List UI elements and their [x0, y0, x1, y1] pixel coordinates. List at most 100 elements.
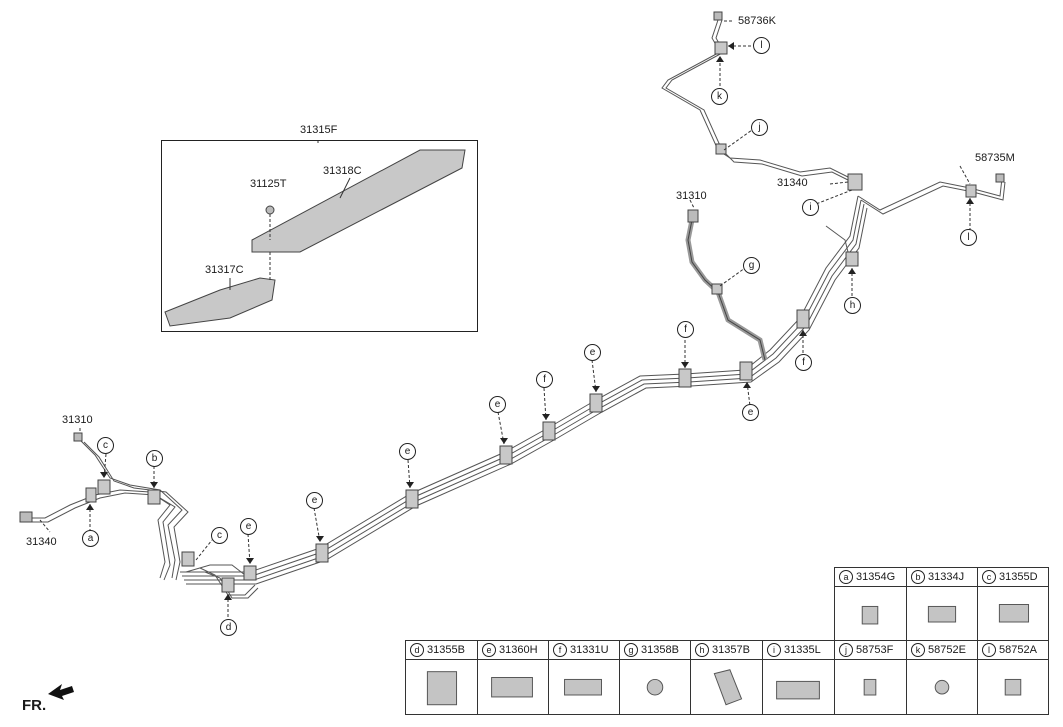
- clip-c: [97, 479, 111, 495]
- clip-e: [243, 565, 257, 581]
- legend-part: 31335L: [784, 644, 821, 656]
- connectors: [19, 11, 1005, 523]
- clip-e: [315, 543, 329, 563]
- legend-part: 31355B: [427, 644, 465, 656]
- callout: j: [751, 119, 768, 136]
- legend-letter: i: [767, 643, 781, 657]
- arrowhead: [224, 594, 232, 600]
- bracket-31317c: [164, 277, 276, 327]
- connector: [687, 209, 699, 223]
- part-label: 58736K: [738, 15, 776, 27]
- part-label: 31340: [26, 536, 57, 548]
- part-label: 31340: [777, 177, 808, 189]
- legend-part: 31360H: [499, 644, 538, 656]
- clip-h: [845, 251, 859, 267]
- callout: c: [97, 437, 114, 454]
- connector: [995, 173, 1005, 183]
- arrowhead: [246, 558, 254, 564]
- arrowhead: [743, 382, 751, 388]
- clip-d: [221, 577, 235, 593]
- legend-part: 58752E: [928, 644, 966, 656]
- clip-e: [499, 445, 513, 465]
- legend-letter: k: [911, 643, 925, 657]
- legend-part: 31331U: [570, 644, 609, 656]
- arrowhead: [728, 42, 734, 50]
- part-label: 31310: [62, 414, 93, 426]
- arrowhead: [681, 362, 689, 368]
- callout: e: [584, 344, 601, 361]
- arrowhead: [406, 482, 414, 488]
- callout: e: [742, 404, 759, 421]
- upper-right-lines: [661, 19, 1006, 261]
- clip-e: [739, 361, 753, 381]
- legend-letter: g: [624, 643, 638, 657]
- connector: [19, 511, 33, 523]
- part-icon: [713, 669, 743, 706]
- clip-a: [85, 487, 97, 503]
- legend-part: 58752A: [999, 644, 1037, 656]
- clip-l: [965, 184, 977, 198]
- legend-letter: a: [839, 570, 853, 584]
- arrowhead: [86, 504, 94, 510]
- bracket-31318c: [251, 149, 466, 253]
- clip-c: [181, 551, 195, 567]
- callout: k: [711, 88, 728, 105]
- legend-letter: c: [982, 570, 996, 584]
- part-icon: [646, 678, 664, 696]
- arrowhead: [966, 198, 974, 204]
- arrowhead: [848, 268, 856, 274]
- clip-g: [711, 283, 723, 295]
- callout: d: [220, 619, 237, 636]
- part-icon: [491, 677, 533, 698]
- legend-letter: b: [911, 570, 925, 584]
- front-direction-arrow: [48, 684, 74, 700]
- arrowhead: [542, 414, 550, 420]
- arrowhead: [500, 438, 508, 444]
- line-clips: [85, 41, 977, 593]
- legend-part: 31354G: [856, 571, 896, 583]
- legend-part: 58753F: [856, 644, 894, 656]
- callout: e: [240, 518, 257, 535]
- front-direction-label: FR.: [22, 697, 47, 714]
- clip-i: [847, 173, 863, 191]
- legend-letter: j: [839, 643, 853, 657]
- part-label: 58735M: [975, 152, 1015, 164]
- arrowhead: [592, 386, 600, 392]
- callout: f: [677, 321, 694, 338]
- legend-part: 31334J: [928, 571, 965, 583]
- arrowhead: [716, 56, 724, 62]
- inset-title: 31315F: [300, 124, 338, 136]
- filler-hose: [685, 219, 768, 361]
- part-icon: [927, 605, 957, 623]
- main-fuel-line-bundle: [180, 195, 868, 585]
- inset-box: [161, 140, 478, 332]
- left-line-loops: [30, 439, 259, 599]
- part-label: 31125T: [250, 178, 287, 190]
- legend-letter: h: [695, 643, 709, 657]
- legend-part: 31358B: [641, 644, 679, 656]
- part-icon: [934, 679, 950, 695]
- clip-f: [796, 309, 810, 329]
- part-icon: [1004, 678, 1022, 696]
- part-label: 31310: [676, 190, 707, 202]
- arrowhead: [100, 472, 108, 478]
- clip-f: [542, 421, 556, 441]
- part-icon: [776, 680, 820, 700]
- part-icon: [863, 678, 877, 696]
- part-icon: [861, 605, 879, 625]
- part-label: 31318C: [323, 165, 362, 177]
- legend-letter: f: [553, 643, 567, 657]
- legend-letter: e: [482, 643, 496, 657]
- callout: c: [211, 527, 228, 544]
- callout: e: [489, 396, 506, 413]
- legend-letter: l: [982, 643, 996, 657]
- clip-j: [715, 143, 727, 155]
- arrowhead: [150, 482, 158, 488]
